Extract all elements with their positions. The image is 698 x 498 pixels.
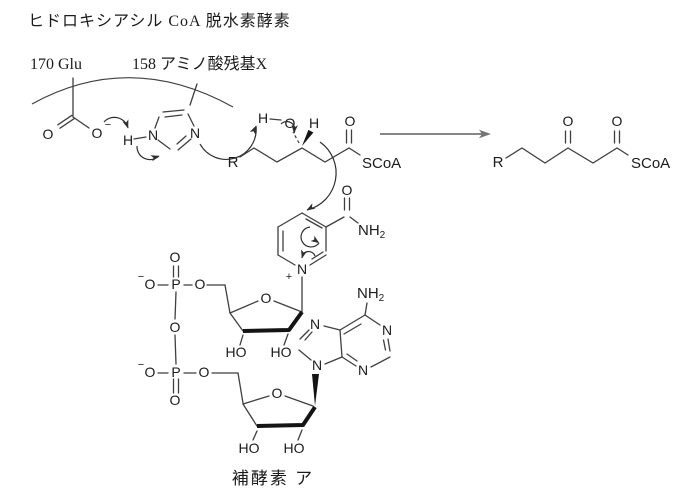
c-h-wedge-bond xyxy=(302,129,314,146)
ribose1-3oh: HO xyxy=(226,344,247,360)
adenine: NH2 N N N N xyxy=(298,285,392,378)
nicotinamide-ring: N + O NH2 xyxy=(277,182,386,313)
product-thioester-o: O xyxy=(612,113,623,129)
product-ketoacyl-coa: R O O SCoA xyxy=(493,113,671,172)
glu-minus-charge: − xyxy=(105,119,111,131)
enzyme-boundary-arc xyxy=(31,77,234,108)
imidazole-nh-proton: H xyxy=(123,132,133,148)
glu-residue-label: 170 Glu xyxy=(30,56,82,73)
bridging-o: O xyxy=(170,319,181,335)
figure-title: ヒドロキシアシル CoA 脱水素酵素 xyxy=(28,12,291,30)
amide-o: O xyxy=(342,182,353,198)
hydroxyl-proton: H xyxy=(258,110,268,126)
imidazole-n1: N xyxy=(148,127,158,143)
product-r-group: R xyxy=(493,154,504,171)
ribose2-3oh: HO xyxy=(239,440,260,456)
arrowhead xyxy=(122,119,129,129)
ribose2-ring-o: O xyxy=(272,385,283,401)
arrow-hydride-to-nad xyxy=(306,141,337,211)
pyrophosphate: − O P O O O − O P O O xyxy=(138,249,244,408)
coenzyme-caption: 補酵素 ア xyxy=(232,469,314,488)
arrowhead xyxy=(300,249,308,259)
arrowhead xyxy=(291,124,298,134)
glutamate-carboxylate: O O − xyxy=(43,77,111,142)
reaction-arrowhead xyxy=(479,129,491,139)
phosphate2-minus: − xyxy=(138,359,144,371)
adenine-n1: N xyxy=(382,322,392,338)
substrate-scoa-label: SCoA xyxy=(362,155,401,172)
phosphate1-minus: − xyxy=(138,271,144,283)
substrate-hydroxyacyl-coa: R H O H O SCoA xyxy=(228,110,401,211)
ribose1-2oh: HO xyxy=(271,344,292,360)
ribose2-2oh: HO xyxy=(284,440,305,456)
adenine-nh2: NH2 xyxy=(357,285,385,304)
residue-x-label: 158 アミノ酸残基X xyxy=(132,55,268,73)
phosphate1-o-left: O xyxy=(145,276,156,292)
thioester-o: O xyxy=(345,113,356,129)
phosphate1-o-top: O xyxy=(170,249,181,265)
phosphate2-o-bottom: O xyxy=(170,392,181,408)
phosphate2-o-right: O xyxy=(199,364,210,380)
arrowhead xyxy=(249,125,257,135)
phosphate1-p: P xyxy=(171,276,180,292)
arrowhead xyxy=(150,155,160,162)
arrow-ring-pi-shift xyxy=(300,226,320,248)
imidazole-n3: N xyxy=(190,125,200,141)
reaction-arrow xyxy=(380,129,491,139)
ribose1-ring-o: O xyxy=(261,290,272,306)
glu-carbonyl-o: O xyxy=(43,126,54,142)
product-scoa-label: SCoA xyxy=(631,155,670,172)
adenosine-ribose: O HO HO xyxy=(239,374,319,456)
product-keto-o: O xyxy=(563,113,574,129)
glu-carboxylate-o: O xyxy=(92,125,103,141)
hydroxyl-o: O xyxy=(285,115,296,131)
arrowhead xyxy=(310,235,320,244)
adenine-n7: N xyxy=(310,316,320,332)
adenine-n9: N xyxy=(312,357,322,373)
pyridinium-plus-charge: + xyxy=(286,271,292,283)
pyridinium-n: N xyxy=(297,261,307,277)
phosphate1-o-right: O xyxy=(195,276,206,292)
adenine-n3: N xyxy=(358,362,368,378)
arrowhead xyxy=(306,203,316,211)
carbinol-h: H xyxy=(309,115,319,131)
phosphate2-p: P xyxy=(171,364,180,380)
amide-nh2: NH2 xyxy=(358,222,386,241)
electron-pushing-arrows xyxy=(103,116,257,162)
arrow-imidazole-to-hydroxyl-proton xyxy=(199,125,257,160)
phosphate2-o-left: O xyxy=(145,364,156,380)
c1-n9-wedge-bond xyxy=(312,374,319,406)
imidazole-ring: H N N xyxy=(123,83,200,151)
nicotinamide-ribose: O HO HO xyxy=(206,284,304,360)
substrate-r-group: R xyxy=(228,154,239,171)
